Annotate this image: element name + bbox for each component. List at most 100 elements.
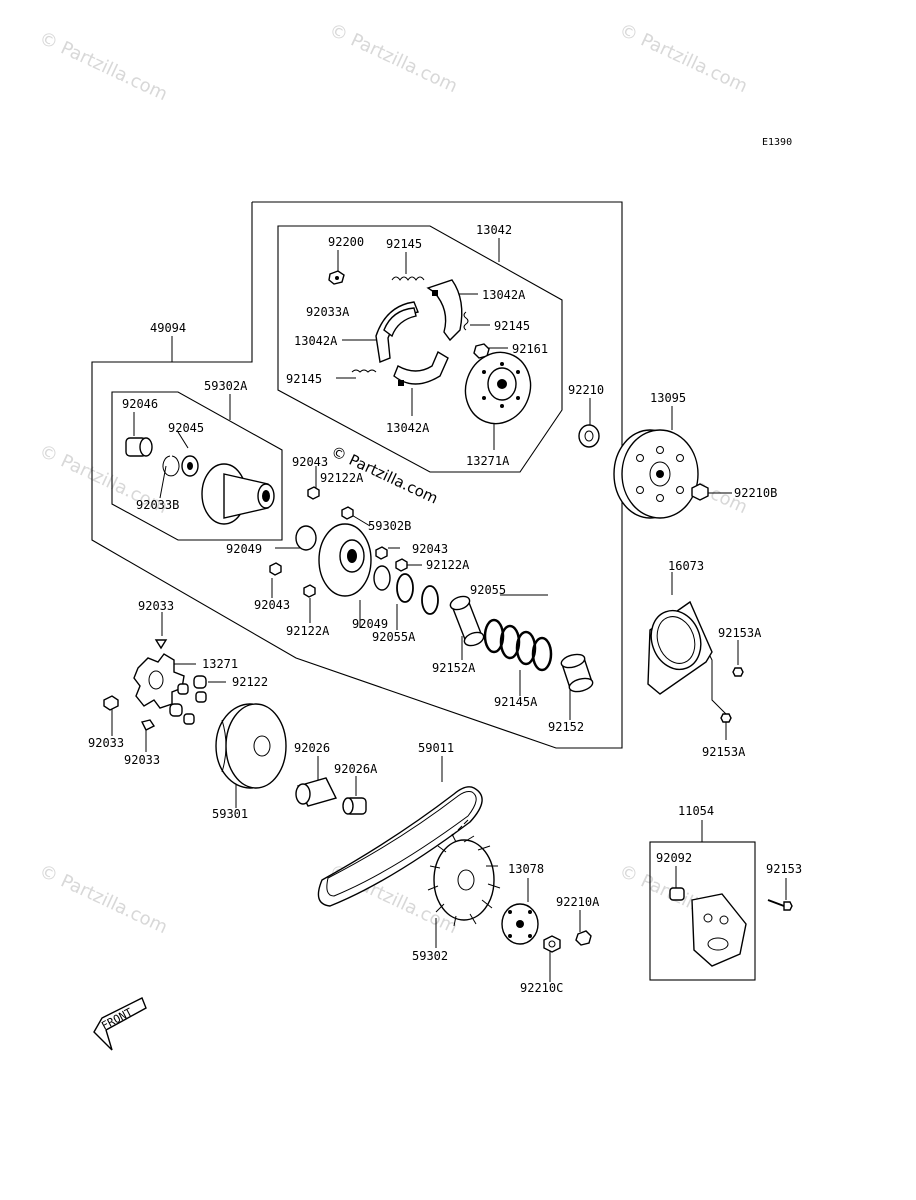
bearing-92046-icon (125, 437, 153, 457)
part-label: 92055 (470, 583, 506, 597)
pin-icon (140, 719, 156, 731)
part-label: 92045 (168, 421, 204, 435)
spring-icon (351, 369, 377, 373)
sheave-59302a-icon (201, 463, 275, 525)
part-label: 13078 (508, 862, 544, 876)
part-label: 13042 (476, 223, 512, 237)
bushing-92092-icon (669, 887, 685, 901)
part-label: 92049 (226, 542, 262, 556)
frame-49094 (91, 201, 623, 749)
screw-icon (720, 713, 732, 723)
clutch-shoe-icon (393, 350, 449, 386)
part-label: 92145 (494, 319, 530, 333)
part-label: 92033 (138, 599, 174, 613)
part-label: 92049 (352, 617, 388, 631)
watermark: © Partzilla.com (36, 27, 171, 105)
part-label: 59301 (212, 807, 248, 821)
part-label: 92026 (294, 741, 330, 755)
clutch-shoe-icon (375, 301, 419, 363)
collar-92026a-icon (342, 797, 367, 815)
cover-16073-icon (647, 600, 713, 695)
part-label: 92145 (286, 372, 322, 386)
part-drawings: FRONT (93, 270, 793, 1051)
part-label: 92152 (548, 720, 584, 734)
part-label: 92043 (254, 598, 290, 612)
part-label: 92033 (88, 736, 124, 750)
slider-icon (269, 562, 282, 576)
part-label: 92043 (412, 542, 448, 556)
part-label: 92122A (320, 471, 364, 485)
spring-92145-icon (391, 276, 425, 281)
pin-icon (154, 639, 168, 650)
bearing-92045-icon (181, 455, 199, 477)
part-label: 13271 (202, 657, 238, 671)
nut-92210b-icon (691, 483, 709, 501)
sheave-59302b-icon (318, 523, 372, 597)
part-label: 92210A (556, 895, 600, 909)
slider-92122a-icon (341, 506, 354, 520)
o-ring-icon (421, 585, 439, 615)
bracket-11054-icon (691, 893, 747, 967)
plate-13078-icon (501, 903, 539, 945)
part-label: 13095 (650, 391, 686, 405)
nut-92210a-icon (575, 930, 592, 946)
bolt-92153-icon (767, 899, 793, 911)
collar-92152a-icon (449, 595, 485, 647)
part-label: 59302B (368, 519, 411, 533)
part-label: 92033A (306, 305, 350, 319)
leader-lines (111, 238, 787, 982)
nut-92210c-icon (543, 935, 561, 953)
part-label: 16073 (668, 559, 704, 573)
part-label: 92033 (124, 753, 160, 767)
part-label: 92210B (734, 486, 777, 500)
part-label: 92153A (718, 626, 762, 640)
part-label: 92153 (766, 862, 802, 876)
slider-icon (307, 486, 320, 500)
part-label: 49094 (150, 321, 186, 335)
clutch-plate-13271a-icon (464, 351, 532, 425)
roller-92122-icon (169, 675, 207, 725)
part-label: 92200 (328, 235, 364, 249)
nut-92210-icon (578, 424, 600, 448)
part-label: 59302 (412, 949, 448, 963)
part-label: 11054 (678, 804, 714, 818)
spring-icon (463, 311, 469, 331)
part-label: 92055A (372, 630, 416, 644)
part-label: 92161 (512, 342, 548, 356)
seal-icon (373, 565, 391, 591)
part-labels: 92200 92145 13042 13042A 92033A 92145 13… (88, 223, 802, 995)
part-label: 13042A (386, 421, 430, 435)
pin-icon (103, 695, 119, 711)
part-label: 92152A (432, 661, 476, 675)
clutch-shoe-icon (426, 279, 463, 342)
slider-92122a-icon (303, 584, 316, 598)
part-label: 92145A (494, 695, 538, 709)
watermark: © Partzilla.com (326, 19, 461, 97)
collar-92026-icon (295, 777, 338, 807)
nut-92200-icon (328, 270, 345, 285)
part-label: 13271A (466, 454, 510, 468)
o-ring-icon (396, 573, 414, 603)
part-label: 92033B (136, 498, 179, 512)
part-label: 92043 (292, 455, 328, 469)
part-label: 92210C (520, 981, 563, 995)
ramp-plate-13271-icon (133, 653, 185, 709)
part-label: 92026A (334, 762, 378, 776)
part-label: 92092 (656, 851, 692, 865)
part-label: 92153A (702, 745, 746, 759)
frame-13042 (277, 225, 563, 473)
part-label: 92046 (122, 397, 158, 411)
fan-pulley-59302-icon (427, 833, 501, 927)
part-label: 13042A (482, 288, 526, 302)
clutch-housing-13095-icon (613, 429, 699, 519)
frame-59302A (111, 391, 283, 541)
pulley-59301-icon (215, 703, 287, 789)
slider-icon (375, 546, 388, 560)
part-label: 92122 (232, 675, 268, 689)
assembly-frames (91, 201, 756, 981)
screw-icon (732, 667, 744, 677)
diagram-code: E1390 (762, 137, 792, 148)
slider-92122a-icon (395, 558, 408, 572)
watermark: © Partzilla.com (36, 860, 171, 938)
